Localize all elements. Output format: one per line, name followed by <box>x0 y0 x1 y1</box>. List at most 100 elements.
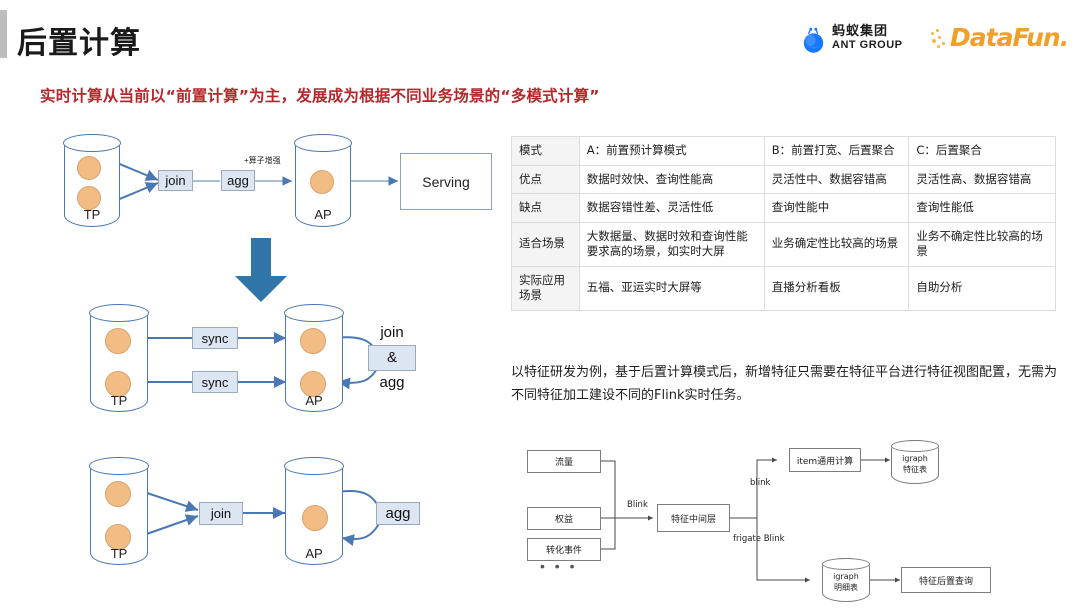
cylinder-lid <box>284 457 344 476</box>
row-head: 适合场景 <box>511 221 580 267</box>
flow-igraph-detail-cylinder: igraph 明细表 <box>822 558 870 602</box>
page-title: 后置计算 <box>17 26 141 61</box>
transition-arrow-icon <box>235 238 287 302</box>
cell-mode-b: 直播分析看板 <box>763 265 910 311</box>
db-cylinder-tp-middle: TP <box>89 304 149 412</box>
cell-mode-b: B：前置打宽、后置聚合 <box>763 136 910 166</box>
datafun-logo-icon <box>930 28 952 50</box>
join-agg-line-2: & <box>368 345 416 371</box>
igraph-name: igraph <box>902 454 928 463</box>
tag-agg-bottom: agg <box>376 502 420 525</box>
row-head: 模式 <box>511 136 580 166</box>
cell-mode-c: 业务不确定性比较高的场景 <box>908 221 1056 267</box>
tag-sync-1: sync <box>192 327 238 349</box>
cylinder-lid <box>294 134 352 153</box>
agg-note-label: +算子增强 <box>244 156 281 165</box>
data-dot <box>105 524 131 550</box>
igraph-table: 明细表 <box>834 582 858 592</box>
cell-mode-c: C：后置聚合 <box>908 136 1056 166</box>
row-head: 优点 <box>511 164 580 195</box>
serving-box: Serving <box>400 153 492 210</box>
db-cylinder-tp-bottom: TP <box>89 457 149 565</box>
datafun-logo: DataFun. <box>930 23 1069 56</box>
cylinder-lid <box>822 558 870 570</box>
ant-logo-en: ANT GROUP <box>832 39 903 51</box>
cylinder-lid <box>891 440 939 452</box>
cylinder-lid <box>89 304 149 323</box>
tag-join-bottom: join <box>199 502 243 525</box>
flow-label-blink: Blink <box>627 500 648 510</box>
cylinder-lid <box>63 134 121 153</box>
body-paragraph: 以特征研发为例，基于后置计算模式后，新增特征只需要在特征平台进行特征视图配置，无… <box>511 365 1058 403</box>
flow-query-box: 特征后置查询 <box>901 567 991 593</box>
table-row: 优点 数据时效快、查询性能高 灵活性中、数据容错高 灵活性高、数据容错高 <box>511 164 1056 195</box>
page-header: 后置计算 蚂蚁集团 ANT GROUP DataFun. <box>0 0 1080 70</box>
flow-item-box: item通用计算 <box>789 448 861 472</box>
flow-igraph-feature-label: igraph 特征表 <box>892 454 938 476</box>
cell-mode-a: 五福、亚运实时大屏等 <box>578 265 765 311</box>
cell-mode-b: 灵活性中、数据容错高 <box>763 164 910 195</box>
feature-pipeline-diagram: 流量 权益 转化事件 • • • Blink 特征中间层 blink friga… <box>505 430 1075 605</box>
flow-source-1: 流量 <box>527 450 601 473</box>
db-label-tp: TP <box>110 546 128 561</box>
db-cylinder-ap-bottom: AP <box>284 457 344 565</box>
flow-source-2: 权益 <box>527 507 601 530</box>
flow-edges <box>600 457 900 583</box>
cell-mode-a: 数据容错性差、灵活性低 <box>578 193 765 223</box>
cell-mode-c: 自助分析 <box>908 265 1056 311</box>
data-dot <box>300 371 326 397</box>
cell-mode-c: 查询性能低 <box>908 193 1056 223</box>
db-cylinder-ap-middle: AP <box>284 304 344 412</box>
ant-logo-icon <box>803 27 824 53</box>
db-label-ap: AP <box>305 393 323 408</box>
tag-sync-2: sync <box>192 371 238 393</box>
db-cylinder-tp-top: TP <box>63 134 121 227</box>
db-label-tp: TP <box>110 393 128 408</box>
row-head: 实际应用场景 <box>511 265 580 311</box>
cylinder-lid <box>89 457 149 476</box>
flow-label-blink-branch: blink <box>750 478 771 488</box>
flow-igraph-feature-cylinder: igraph 特征表 <box>891 440 939 484</box>
data-dot <box>105 328 131 354</box>
diagram-bottom: TP join AP agg <box>80 450 430 575</box>
cell-mode-a: A：前置预计算模式 <box>578 136 765 166</box>
table-row: 适合场景 大数据量、数据时效和查询性能要求高的场景，如实时大屏 业务确定性比较高… <box>511 221 1056 267</box>
flow-source-3: 转化事件 <box>527 538 601 561</box>
tag-join-agg: join & agg <box>368 321 416 393</box>
diagram-middle: TP sync sync AP join & agg <box>80 295 430 420</box>
table-row: 缺点 数据容错性差、灵活性低 查询性能中 查询性能低 <box>511 193 1056 223</box>
data-dot <box>300 328 326 354</box>
db-label-ap: AP <box>305 546 323 561</box>
cylinder-lid <box>284 304 344 323</box>
row-head: 缺点 <box>511 193 580 223</box>
flow-mid-box: 特征中间层 <box>657 504 730 532</box>
cell-mode-b: 业务确定性比较高的场景 <box>763 221 910 267</box>
flow-ellipsis: • • • <box>540 558 578 574</box>
datafun-logo-text: DataFun. <box>950 23 1069 52</box>
data-dot <box>105 481 131 507</box>
flow-igraph-detail-label: igraph 明细表 <box>823 572 869 594</box>
slide-headline: 实时计算从当前以“前置计算”为主，发展成为根据不同业务场景的“多模式计算” <box>40 87 600 105</box>
join-agg-line-3: agg <box>379 374 405 391</box>
db-cylinder-ap-top: AP <box>294 134 352 227</box>
flow-label-frigate-blink: frigate Blink <box>733 534 785 544</box>
cell-mode-a: 大数据量、数据时效和查询性能要求高的场景，如实时大屏 <box>578 221 765 267</box>
title-accent-bar <box>0 10 7 58</box>
data-dot <box>302 505 328 531</box>
data-dot <box>77 156 101 180</box>
diagram-top: TP join +算子增强 agg AP Serving <box>50 125 492 240</box>
db-label-tp: TP <box>83 207 101 222</box>
tag-join-top: join <box>158 170 193 191</box>
data-dot <box>105 371 131 397</box>
cell-mode-b: 查询性能中 <box>763 193 910 223</box>
igraph-table: 特征表 <box>903 464 927 474</box>
cell-mode-c: 灵活性高、数据容错高 <box>908 164 1056 195</box>
igraph-name: igraph <box>833 572 859 581</box>
join-agg-line-1: join <box>380 324 404 341</box>
data-dot <box>310 170 334 194</box>
db-label-ap: AP <box>314 207 332 222</box>
table-row: 实际应用场景 五福、亚运实时大屏等 直播分析看板 自助分析 <box>511 265 1056 311</box>
tag-agg-top: agg <box>221 170 255 191</box>
ant-logo-text: 蚂蚁集团 ANT GROUP <box>832 24 903 52</box>
diagram-middle-edges <box>140 332 378 390</box>
